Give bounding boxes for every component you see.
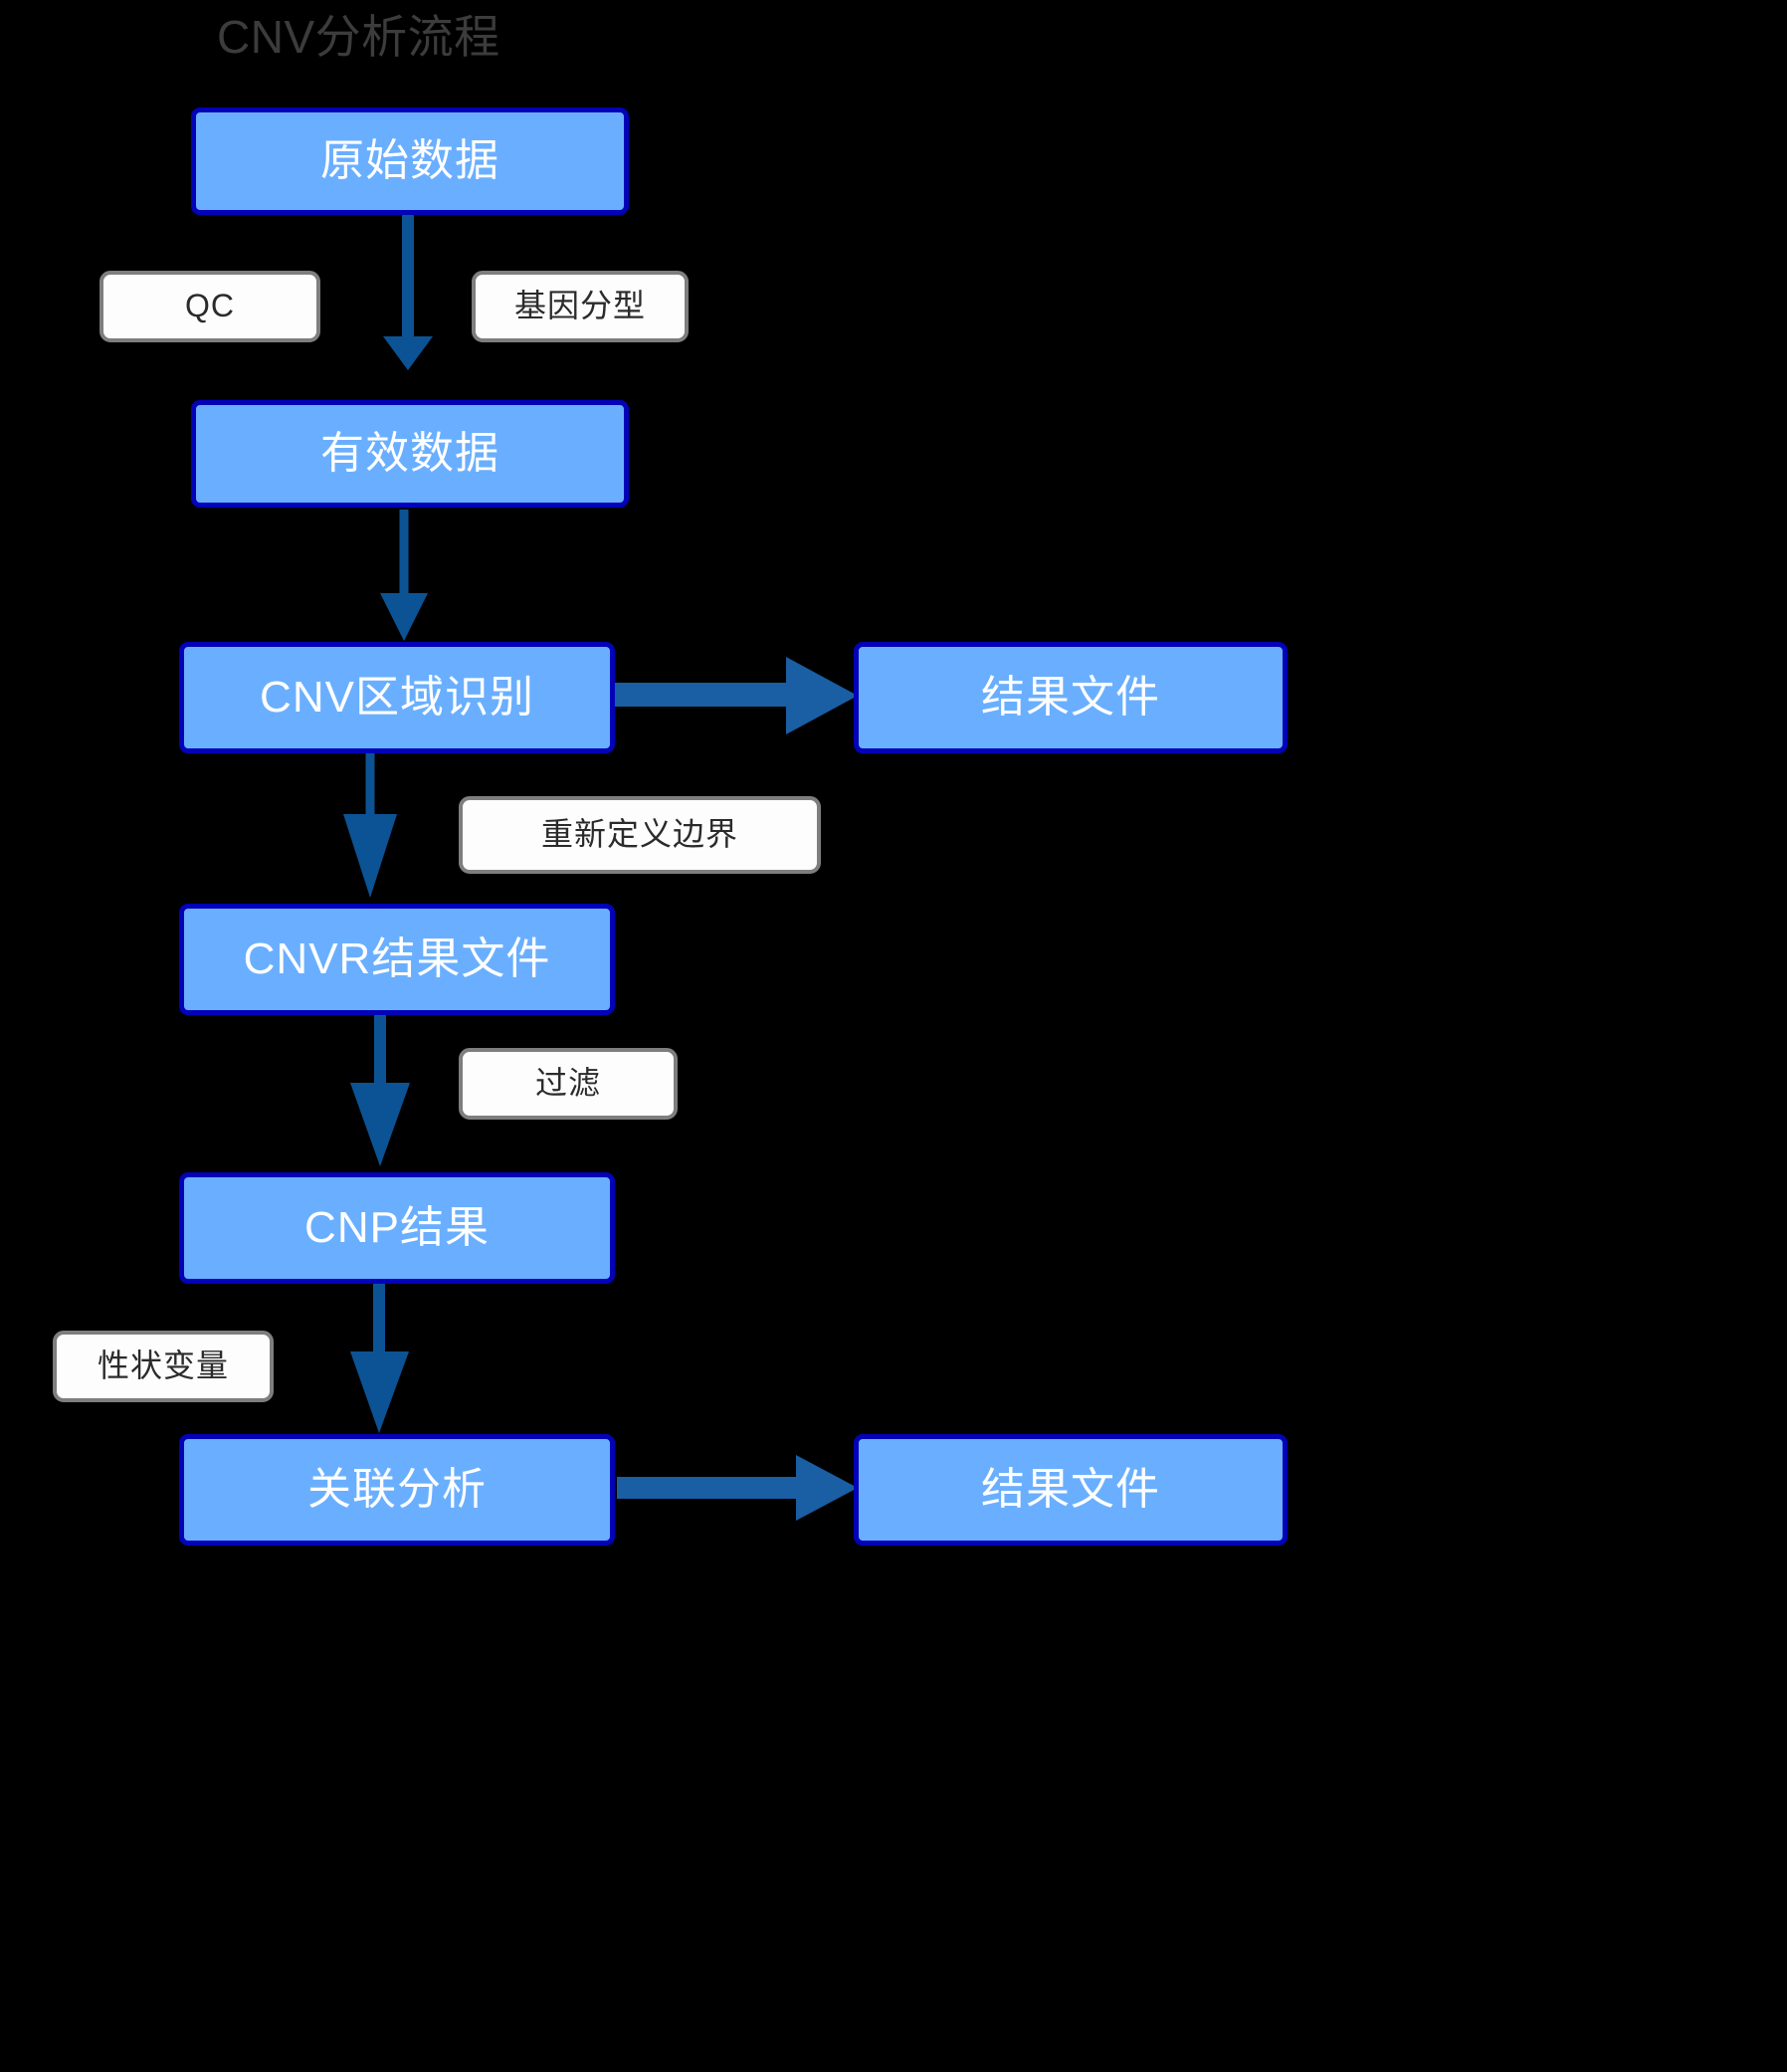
node-label: 关联分析 xyxy=(307,1464,487,1514)
edge-label-text: 性状变量 xyxy=(97,1347,229,1384)
edge-label-text: 过滤 xyxy=(534,1065,601,1102)
edge-label-qc[interactable]: QC xyxy=(99,271,320,342)
node-label: 原始数据 xyxy=(320,135,499,185)
arrow-cnvregion-to-result1 xyxy=(615,657,858,734)
node-assoc-analysis[interactable]: 关联分析 xyxy=(179,1434,615,1546)
node-valid-data[interactable]: 有效数据 xyxy=(191,400,629,508)
edge-label-text: 基因分型 xyxy=(513,288,646,324)
edge-label-text: 重新定义边界 xyxy=(540,816,738,853)
edge-label-filter[interactable]: 过滤 xyxy=(459,1048,678,1120)
arrow-cnp-to-assoc xyxy=(350,1284,409,1433)
edge-label-redefine[interactable]: 重新定义边界 xyxy=(459,796,821,874)
node-cnvr-result[interactable]: CNVR结果文件 xyxy=(179,904,615,1015)
node-raw-data[interactable]: 原始数据 xyxy=(191,107,629,215)
arrow-assoc-to-result2 xyxy=(617,1455,858,1521)
node-cnv-region[interactable]: CNV区域识别 xyxy=(179,642,615,753)
node-label: CNVR结果文件 xyxy=(243,933,551,983)
node-label: 结果文件 xyxy=(981,1464,1160,1514)
node-label: 有效数据 xyxy=(320,428,499,478)
edge-label-text: QC xyxy=(185,288,235,324)
node-result-file-2[interactable]: 结果文件 xyxy=(854,1434,1288,1546)
arrow-valid-to-cnvregion xyxy=(380,510,428,641)
node-result-file-1[interactable]: 结果文件 xyxy=(854,642,1288,753)
arrow-cnvregion-to-cnvr xyxy=(343,753,397,898)
arrow-raw-to-valid xyxy=(383,215,433,370)
node-label: CNP结果 xyxy=(304,1202,490,1252)
node-label: CNV区域识别 xyxy=(260,672,534,722)
node-cnp-result[interactable]: CNP结果 xyxy=(179,1172,615,1284)
edge-label-genotyping[interactable]: 基因分型 xyxy=(472,271,689,342)
node-label: 结果文件 xyxy=(981,672,1160,722)
arrow-cnvr-to-cnp xyxy=(350,1015,410,1166)
edge-label-trait[interactable]: 性状变量 xyxy=(53,1331,274,1402)
page-title: CNV分析流程 xyxy=(217,11,500,63)
